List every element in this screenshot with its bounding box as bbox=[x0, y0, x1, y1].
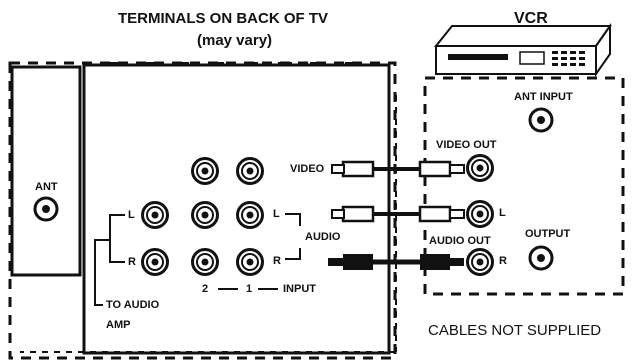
vcr-ant-input-label: ANT INPUT bbox=[514, 91, 573, 103]
tv-audio-r-label: R bbox=[273, 255, 281, 267]
vcr-video-out-label: VIDEO OUT bbox=[436, 139, 497, 151]
vcr-output-label: OUTPUT bbox=[525, 228, 571, 240]
jack-input1-l bbox=[236, 201, 264, 229]
jack-input2-video bbox=[191, 157, 219, 185]
tv-audio-l-label: L bbox=[273, 208, 280, 220]
vcr-l-label: L bbox=[499, 207, 506, 219]
vcr-audio-out-l-jack bbox=[466, 200, 494, 228]
diagram-subtitle: (may vary) bbox=[197, 32, 273, 49]
audio-bracket bbox=[285, 213, 301, 260]
tv-input-2-label: 2 bbox=[202, 283, 209, 295]
tv-outline-dashed bbox=[8, 61, 397, 360]
tv-input-1-label: 1 bbox=[246, 283, 253, 295]
jack-amp-r bbox=[141, 248, 169, 276]
vcr-audio-out-label: AUDIO OUT bbox=[429, 235, 491, 247]
tv-video-label: VIDEO bbox=[290, 163, 325, 175]
jack-input2-l bbox=[191, 201, 219, 229]
tv-input-label: INPUT bbox=[283, 283, 316, 295]
tv-amp-r-label: R bbox=[128, 256, 136, 268]
audio-r-cable bbox=[328, 254, 464, 270]
jack-amp-l bbox=[141, 201, 169, 229]
video-cable bbox=[331, 160, 465, 178]
tv-ant-jack-icon bbox=[33, 196, 59, 222]
tv-audio-label: AUDIO bbox=[305, 231, 341, 243]
cables-note: CABLES NOT SUPPLIED bbox=[428, 322, 602, 339]
jack-input1-video bbox=[236, 157, 264, 185]
jack-input1-r bbox=[236, 248, 264, 276]
vcr-device-icon bbox=[433, 22, 612, 78]
diagram-title: TERMINALS ON BACK OF TV bbox=[118, 10, 328, 27]
vcr-outline-dashed bbox=[423, 76, 625, 296]
tv-amp-l-label: L bbox=[128, 209, 135, 221]
vcr-audio-out-r-jack bbox=[466, 248, 494, 276]
vcr-video-out-jack bbox=[466, 154, 494, 182]
vcr-title: VCR bbox=[514, 10, 548, 27]
amp-bracket bbox=[94, 214, 125, 306]
vcr-ant-input-jack bbox=[528, 107, 554, 133]
tv-amp-label: AMP bbox=[106, 319, 131, 331]
jack-input2-r bbox=[191, 248, 219, 276]
audio-l-cable bbox=[331, 205, 465, 223]
tv-ant-label: ANT bbox=[35, 181, 58, 193]
vcr-r-label: R bbox=[499, 255, 507, 267]
tv-to-audio-label: TO AUDIO bbox=[106, 299, 160, 311]
ant-panel bbox=[10, 65, 82, 277]
vcr-output-jack bbox=[528, 245, 554, 271]
